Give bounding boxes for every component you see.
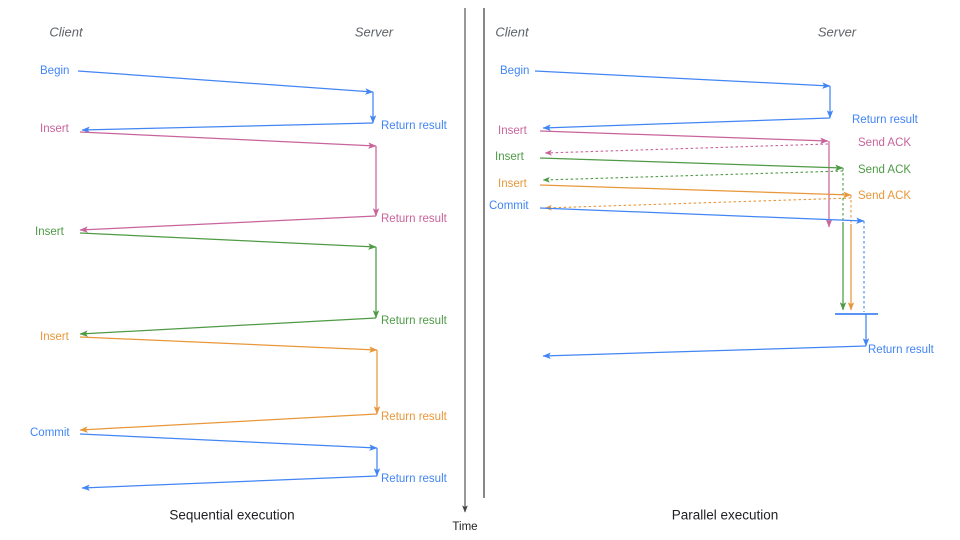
message-response-green-8 — [79, 317, 377, 337]
server-label-send-ack-3: Send ACK — [858, 190, 911, 202]
client-label-insert-2: Insert — [495, 151, 525, 163]
message-response-blue-2 — [81, 122, 374, 134]
client-label-insert-3: Insert — [40, 331, 70, 343]
client-label-begin-0: Begin — [40, 65, 69, 77]
client-label-commit-4: Commit — [489, 200, 529, 212]
client-label-begin-0: Begin — [500, 65, 529, 77]
message-ack-orange-11 — [544, 197, 852, 211]
server-label-return-result-2: Return result — [381, 315, 448, 327]
panel-caption-sequential: Sequential execution — [169, 508, 294, 523]
message-request-pink-3 — [539, 130, 829, 144]
message-request-orange-10 — [539, 184, 852, 198]
message-request-pink-3 — [79, 131, 377, 149]
message-request-orange-9 — [79, 336, 378, 353]
lane-title-server: Server — [818, 24, 857, 39]
message-request-green-6 — [539, 157, 844, 171]
message-request-blue-0 — [534, 70, 831, 89]
message-request-blue-14 — [539, 207, 865, 224]
lane-title-client: Client — [495, 24, 530, 39]
message-response-blue-2 — [542, 117, 831, 131]
message-request-blue-0 — [77, 70, 374, 95]
message-request-green-6 — [79, 232, 377, 250]
server-label-return-result-3: Return result — [381, 411, 448, 423]
server-label-send-ack-1: Send ACK — [858, 137, 911, 149]
server-label-return-result-0: Return result — [852, 114, 919, 126]
message-response-blue-14 — [81, 475, 378, 491]
message-response-blue-18 — [542, 345, 867, 360]
message-request-blue-12 — [79, 433, 378, 451]
message-response-orange-11 — [79, 413, 378, 433]
time-axis-label: Time — [452, 521, 477, 533]
time-axis-layer: Time — [452, 8, 478, 533]
client-label-insert-2: Insert — [35, 226, 65, 238]
panel-caption-parallel: Parallel execution — [672, 508, 779, 523]
client-label-insert-1: Insert — [40, 123, 70, 135]
client-label-insert-3: Insert — [498, 178, 528, 190]
message-ack-pink-4 — [544, 143, 829, 156]
message-response-pink-5 — [79, 215, 377, 233]
lane-title-client: Client — [49, 24, 84, 39]
server-label-return-result-4: Return result — [381, 473, 448, 485]
server-label-return-result-1: Return result — [381, 213, 448, 225]
server-label-return-result-4: Return result — [868, 344, 935, 356]
lane-title-server: Server — [355, 24, 394, 39]
message-ack-green-7 — [542, 170, 844, 183]
client-label-commit-4: Commit — [30, 427, 70, 439]
server-label-return-result-0: Return result — [381, 120, 448, 132]
client-label-insert-1: Insert — [498, 125, 528, 137]
server-label-send-ack-2: Send ACK — [858, 164, 911, 176]
